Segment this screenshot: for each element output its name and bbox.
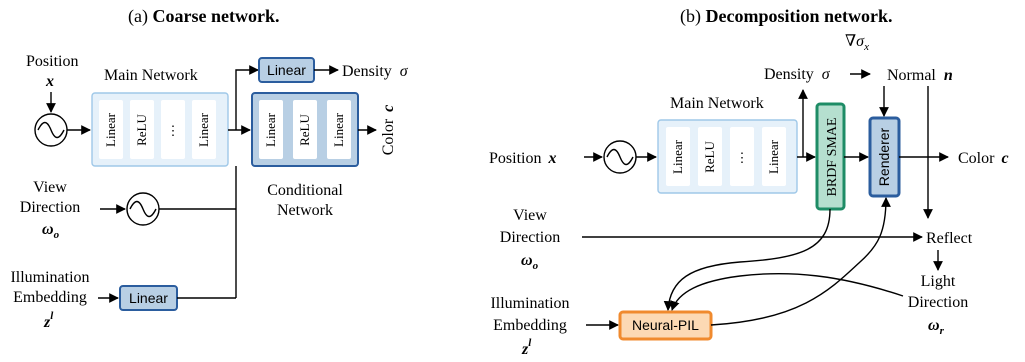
coarse-conditional-label-1: Conditional xyxy=(267,182,343,199)
coarse-position-label: Position xyxy=(26,53,78,70)
cond-layer-linear-1: Linear xyxy=(263,112,278,147)
coarse-encoding-icon xyxy=(34,113,68,147)
decomp-light-label-2: Direction xyxy=(908,294,968,311)
decomp-view-label-2: Direction xyxy=(500,229,560,246)
decomp-light-to-pil-arrow xyxy=(670,272,904,311)
coarse-illum-symbol: zl xyxy=(43,310,54,331)
coarse-main-network-label: Main Network xyxy=(104,67,198,84)
cond-layer-linear-2: Linear xyxy=(331,112,346,147)
decomp-illum-label-2: Embedding xyxy=(493,317,567,334)
coarse-network: Position x Main Network Linear ReLU ⋮ Li… xyxy=(10,53,408,331)
decomp-layer-linear-2: Linear xyxy=(766,139,781,174)
coarse-layer-relu: ReLU xyxy=(134,114,149,146)
decomp-neural-pil-label: Neural-PIL xyxy=(632,317,699,333)
decomp-layer-ellipsis: ⋮ xyxy=(736,150,749,165)
decomp-pil-to-renderer-arrow xyxy=(710,197,891,326)
coarse-density-linear-label: Linear xyxy=(267,62,306,78)
coarse-layer-ellipsis: ⋮ xyxy=(167,123,180,138)
decomp-main-layers: Linear ReLU ⋮ Linear xyxy=(666,127,786,186)
decomp-layer-relu: ReLU xyxy=(702,141,717,173)
decomp-reflect-label: Reflect xyxy=(926,230,973,247)
coarse-illum-label-1: Illumination xyxy=(10,269,89,286)
decomp-brdf-label: BRDF SMAE xyxy=(825,118,840,197)
decomp-view-label-1: View xyxy=(513,207,547,224)
coarse-illum-label-2: Embedding xyxy=(13,289,87,306)
decomp-normal-label: Normal n xyxy=(887,67,953,84)
decomp-renderer-label: Renderer xyxy=(876,127,892,186)
decomp-encoding-icon xyxy=(603,140,637,174)
decomp-layer-linear-1: Linear xyxy=(670,139,685,174)
coarse-color-label: Color c xyxy=(380,105,397,156)
coarse-view-label-2: Direction xyxy=(20,199,80,216)
decomp-brdf-to-pil-arrow xyxy=(663,208,831,311)
coarse-conditional-label-2: Network xyxy=(277,202,333,219)
coarse-illum-linear-label: Linear xyxy=(129,290,168,306)
decomp-density-label: Density σ xyxy=(764,66,831,83)
coarse-view-label-1: View xyxy=(33,179,67,196)
decomp-position-label: Position x xyxy=(489,150,556,167)
decomp-illum-label-1: Illumination xyxy=(490,295,569,312)
decomp-gradient-label: ∇σx xyxy=(845,33,869,53)
decomp-light-label-1: Light xyxy=(921,273,956,290)
coarse-conditional-layers: Linear ReLU Linear xyxy=(259,100,351,159)
coarse-density-label: Density σ xyxy=(342,63,409,80)
caption-a: (a) Coarse network. xyxy=(128,6,279,27)
decomp-main-network-label: Main Network xyxy=(670,95,764,112)
decomp-illum-symbol: zl xyxy=(521,337,532,358)
cond-layer-relu: ReLU xyxy=(297,114,312,146)
coarse-view-symbol: ωo xyxy=(42,221,60,241)
coarse-view-encoding-icon xyxy=(126,192,160,226)
coarse-main-to-density-arrow xyxy=(235,65,259,130)
decomp-light-symbol: ωr xyxy=(928,317,945,337)
decomp-color-label: Color c xyxy=(958,150,1009,167)
decomposition-network: ∇σx Density σ Normal n Position x Main N… xyxy=(489,33,1009,358)
coarse-layer-linear-2: Linear xyxy=(196,112,211,147)
coarse-main-layers: Linear ReLU ⋮ Linear xyxy=(99,100,216,159)
decomp-neural-pil-box xyxy=(618,310,713,341)
coarse-layer-linear-1: Linear xyxy=(103,112,118,147)
caption-b: (b) Decomposition network. xyxy=(680,6,893,27)
decomp-view-symbol: ωo xyxy=(521,252,539,272)
coarse-position-symbol: x xyxy=(45,73,54,90)
